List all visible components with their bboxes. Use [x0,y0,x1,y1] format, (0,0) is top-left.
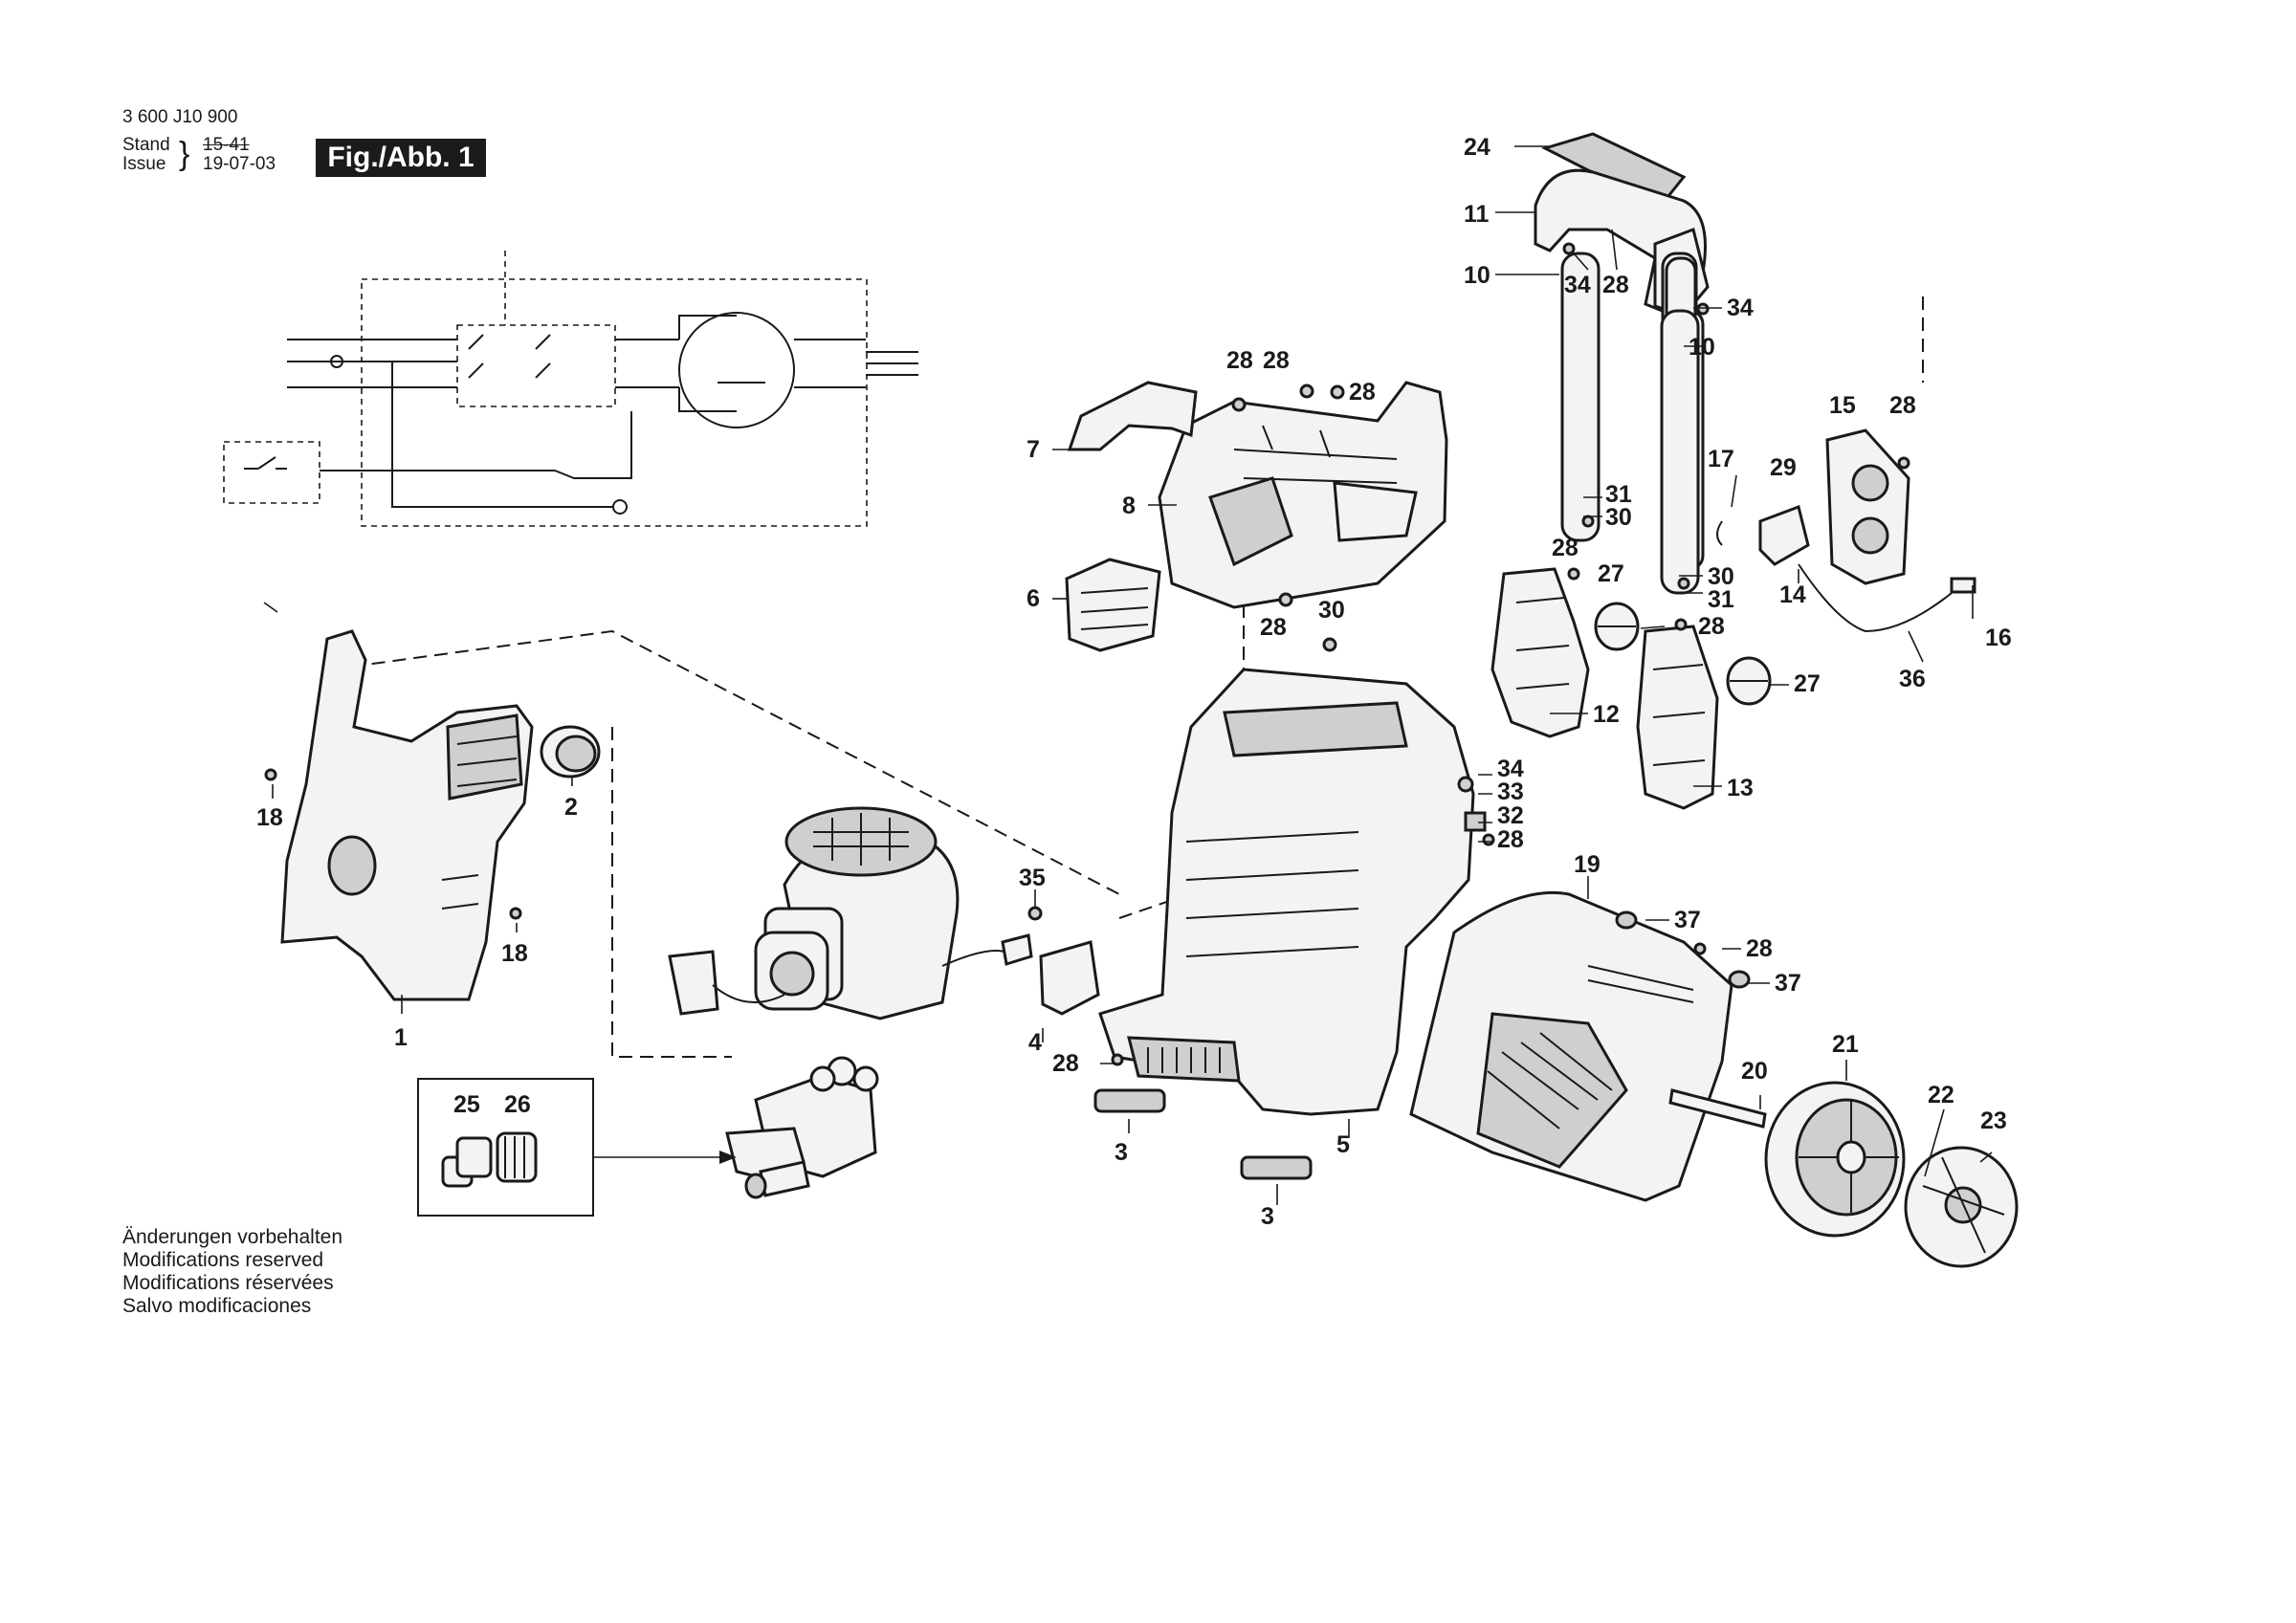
base-tray-part [1409,890,1733,1202]
callout-20: 20 [1741,1058,1768,1085]
main-frame-part [1098,668,1475,1116]
callout-7: 7 [1027,436,1040,463]
figure-label: Fig./Abb. 1 [316,139,486,177]
callout-31a: 31 [1605,481,1632,508]
document-number: 3 600 J10 900 [122,107,238,127]
callout-8: 8 [1122,493,1136,519]
handle-tube-part [1560,252,1700,595]
notice-line-fr: Modifications réservées [122,1272,334,1294]
callout-29: 29 [1770,454,1797,481]
callout-numbers: 24 11 10 34 28 34 10 28 28 28 7 8 15 28 … [256,134,2012,1230]
callout-30a: 30 [1605,504,1632,531]
callout-26: 26 [504,1091,531,1118]
hose-connector-part [1716,505,1976,633]
callout-34a: 34 [1564,272,1591,298]
callout-22: 22 [1928,1082,1954,1108]
callout-4: 4 [1028,1029,1042,1056]
callout-15: 15 [1829,392,1856,419]
brace-symbol: } [179,136,190,172]
callout-3a: 3 [1115,1139,1128,1166]
callout-30c: 30 [1318,597,1345,624]
issue-value: 19-07-03 [203,154,276,174]
cap-ring-part [540,725,601,779]
callout-28c: 28 [1263,347,1290,374]
callout-28j: 28 [1746,935,1773,962]
grille-part [1065,558,1161,652]
hose-bracket-part [1039,940,1100,1016]
stand-label: Stand [122,135,170,155]
callout-21: 21 [1832,1031,1859,1058]
callout-16: 16 [1985,625,2012,651]
callout-37b: 37 [1775,970,1801,997]
hose-reel-knob-part [1594,602,1772,706]
issue-label: Issue [122,154,166,174]
callout-35: 35 [1019,865,1046,891]
wiring-schematic [223,251,918,527]
side-holder-right-part [1636,625,1719,810]
callout-34b: 34 [1727,295,1754,321]
notice-line-en: Modifications reserved [122,1249,324,1271]
accessory-box [417,1078,737,1217]
upper-housing-part [1158,381,1448,609]
callout-19: 19 [1574,851,1601,878]
callout-31b: 31 [1708,586,1734,613]
callout-33: 33 [1497,779,1524,805]
callout-11: 11 [1464,201,1490,228]
callout-32: 32 [1497,802,1524,829]
callout-3b: 3 [1261,1203,1274,1230]
callout-24: 24 [1464,134,1490,161]
callout-10a: 10 [1464,262,1490,289]
callout-2: 2 [564,794,578,821]
callout-23: 23 [1980,1108,2007,1134]
callout-36: 36 [1899,666,1926,692]
bracket-part [1067,381,1198,451]
notice-line-de: Änderungen vorbehalten [122,1226,343,1248]
axle-part [1668,1088,1767,1129]
callout-17: 17 [1708,446,1734,472]
callout-12: 12 [1593,701,1620,728]
callout-10b: 10 [1689,334,1715,361]
wheel-hubcap-part [1904,1146,2019,1268]
callout-37a: 37 [1674,907,1701,933]
callout-28k: 28 [1052,1050,1079,1077]
pump-part [725,1056,879,1199]
callout-34c: 34 [1497,756,1524,782]
callout-18b: 18 [501,940,528,967]
notice-line-es: Salvo modificaciones [122,1295,312,1317]
callout-28e: 28 [1889,392,1916,419]
side-holder-left-part [1490,567,1590,738]
callout-leader-lines [263,145,1993,1205]
callout-5: 5 [1336,1131,1350,1158]
wheel-part [1764,1081,1906,1238]
foot-part [1093,1088,1313,1180]
callout-28i: 28 [1497,826,1524,853]
callout-1: 1 [394,1024,408,1051]
callout-27a: 27 [1598,560,1624,587]
screw-hardware [264,242,1910,1066]
callout-25: 25 [453,1091,480,1118]
callout-28d: 28 [1349,379,1376,406]
callout-28b: 28 [1226,347,1253,374]
callout-6: 6 [1027,585,1040,612]
front-housing-cover-part [280,629,534,1001]
callout-28a: 28 [1602,272,1629,298]
callout-30b: 30 [1708,563,1734,590]
callout-13: 13 [1727,775,1754,801]
callout-27b: 27 [1794,670,1821,697]
callout-28h: 28 [1698,613,1725,640]
callout-18a: 18 [256,804,283,831]
callout-28g: 28 [1260,614,1287,641]
motor-assembly-part [668,806,1033,1020]
callout-14: 14 [1779,581,1806,608]
callout-28f: 28 [1552,535,1578,561]
stand-value: 15-41 [203,135,250,155]
modifications-notice: Änderungen vorbehalten Modifications res… [122,1226,342,1318]
cable-panel-part [1825,428,1910,585]
